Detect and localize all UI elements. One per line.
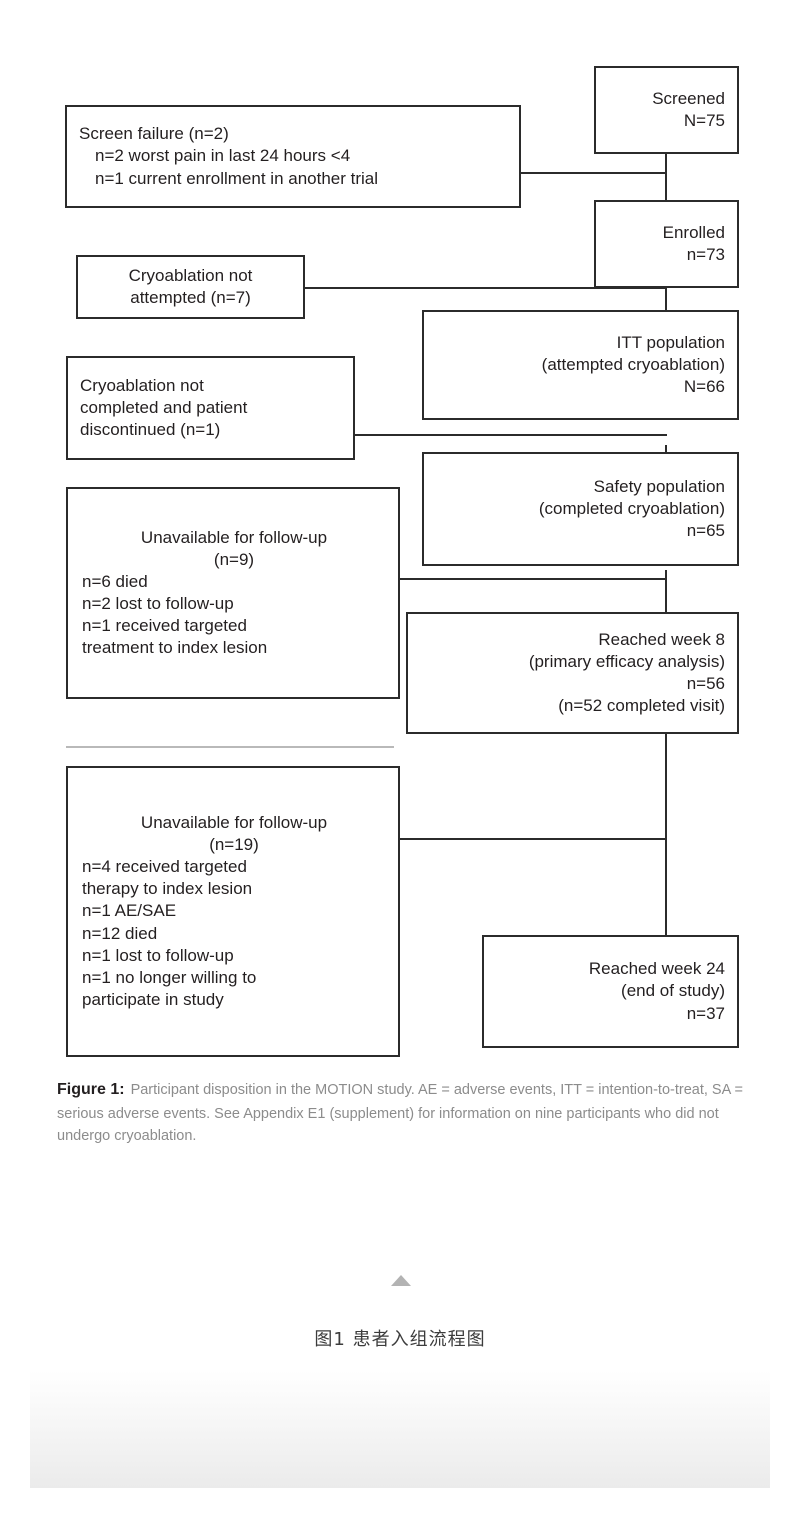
- figure-caption: Figure 1:Participant disposition in the …: [57, 1078, 747, 1148]
- screen-failure-item-1: n=2 worst pain in last 24 hours <4: [95, 146, 351, 166]
- unavailable19-item-1b: therapy to index lesion: [82, 879, 253, 899]
- screen-failure-item-2: n=1 current enrollment in another trial: [95, 168, 379, 188]
- unavailable9-header: Unavailable for follow-up: [140, 527, 328, 547]
- node-screened-label: Screened: [652, 88, 725, 108]
- node-enrolled-label: Enrolled: [662, 222, 725, 242]
- connector-screened-to-enrolled: [665, 152, 667, 202]
- unavailable9-count: (n=9): [213, 549, 255, 569]
- section-divider: [66, 746, 394, 748]
- node-itt-label: ITT population: [616, 332, 725, 352]
- screen-failure-header: Screen failure (n=2): [79, 124, 229, 144]
- node-week8-completed-visit: (n=52 completed visit): [558, 696, 725, 716]
- unavailable9-item-1: n=6 died: [82, 571, 148, 591]
- unavailable19-header: Unavailable for follow-up: [140, 813, 328, 833]
- unavailable19-item-2: n=1 AE/SAE: [82, 901, 177, 921]
- unavailable9-item-3a: n=1 received targeted: [82, 616, 247, 636]
- unavailable9-item-3b: treatment to index lesion: [82, 638, 268, 658]
- node-itt-population[interactable]: ITT population (attempted cryoablation) …: [422, 310, 739, 420]
- node-week24-sublabel: (end of study): [621, 981, 725, 1001]
- figure-label: Figure 1:: [57, 1081, 125, 1098]
- bottom-gradient-band: [30, 1371, 770, 1488]
- flowchart-canvas: Screened N=75 Enrolled n=73 ITT populati…: [65, 66, 739, 1057]
- connector-week8-to-week24: [665, 734, 667, 936]
- node-safety-count: n=65: [686, 521, 725, 541]
- node-week8-label: Reached week 8: [598, 629, 725, 649]
- connector-branch-unavailable-9: [400, 578, 667, 580]
- node-reached-week-8[interactable]: Reached week 8 (primary efficacy analysi…: [406, 612, 739, 734]
- connector-branch-screen-failure: [520, 172, 667, 174]
- triangle-up-icon[interactable]: [391, 1275, 411, 1286]
- node-reached-week-24[interactable]: Reached week 24 (end of study) n=37: [482, 935, 739, 1048]
- node-itt-count: N=66: [683, 377, 725, 397]
- node-week8-sublabel: (primary efficacy analysis): [528, 651, 725, 671]
- node-unavailable-follow-up-19[interactable]: Unavailable for follow-up (n=19) n=4 rec…: [66, 766, 400, 1057]
- node-safety-label: Safety population: [593, 476, 725, 496]
- unavailable19-count: (n=19): [209, 835, 259, 855]
- cryo-not-attempted-line-1: Cryoablation not: [128, 265, 253, 285]
- node-week8-count: n=56: [686, 674, 725, 693]
- node-cryoablation-not-completed[interactable]: Cryoablation not completed and patient d…: [66, 356, 355, 460]
- node-screen-failure[interactable]: Screen failure (n=2) n=2 worst pain in l…: [65, 105, 521, 208]
- unavailable19-item-3: n=12 died: [82, 923, 158, 943]
- unavailable19-item-4: n=1 lost to follow-up: [82, 945, 234, 965]
- cryo-not-completed-line-1: Cryoablation not: [80, 375, 204, 395]
- connector-branch-cryo-not-attempted: [305, 287, 667, 289]
- unavailable19-item-5b: participate in study: [82, 989, 224, 1009]
- node-enrolled-count: n=73: [686, 245, 725, 264]
- unavailable19-item-5a: n=1 no longer willing to: [82, 967, 257, 987]
- chinese-figure-caption: 图1 患者入组流程图: [314, 1329, 486, 1350]
- cryo-not-completed-line-2: completed and patient: [80, 397, 248, 417]
- node-screened[interactable]: Screened N=75: [594, 66, 739, 154]
- node-enrolled[interactable]: Enrolled n=73: [594, 200, 739, 288]
- node-week24-count: n=37: [686, 1003, 725, 1023]
- cryo-not-completed-line-3: discontinued (n=1): [80, 420, 221, 440]
- connector-branch-unavailable-19: [393, 838, 667, 840]
- node-screened-count: N=75: [683, 111, 725, 130]
- connector-branch-cryo-not-completed: [355, 434, 667, 436]
- node-safety-population[interactable]: Safety population (completed cryoablatio…: [422, 452, 739, 566]
- connector-safety-to-week8: [665, 570, 667, 615]
- node-safety-sublabel: (completed cryoablation): [538, 498, 725, 518]
- cryo-not-attempted-line-2: attempted (n=7): [130, 288, 251, 307]
- node-unavailable-follow-up-9[interactable]: Unavailable for follow-up (n=9) n=6 died…: [66, 487, 400, 699]
- node-itt-sublabel: (attempted cryoablation): [541, 354, 725, 374]
- figure-caption-text: Participant disposition in the MOTION st…: [57, 1082, 743, 1145]
- unavailable19-item-1a: n=4 received targeted: [82, 857, 247, 877]
- node-week24-label: Reached week 24: [588, 959, 725, 979]
- unavailable9-item-2: n=2 lost to follow-up: [82, 594, 234, 613]
- node-cryoablation-not-attempted[interactable]: Cryoablation not attempted (n=7): [76, 255, 305, 319]
